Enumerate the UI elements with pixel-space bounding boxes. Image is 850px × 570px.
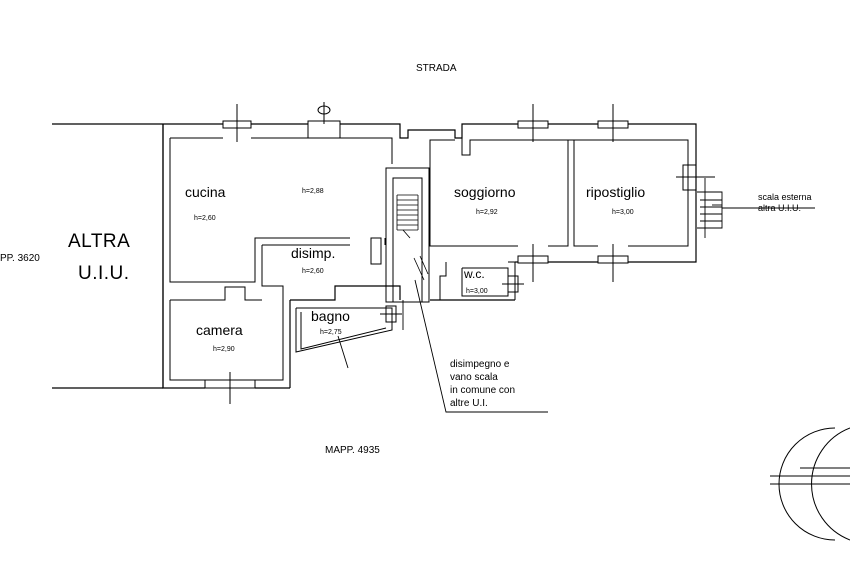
room-height-wc: h=3,00 — [466, 288, 488, 295]
room-height-camera: h=2,90 — [213, 346, 235, 353]
room-name-cucina: cucina — [185, 184, 226, 200]
room-name-ripostiglio: ripostiglio — [586, 184, 646, 200]
external-stair-label-line1: scala esterna — [758, 192, 812, 202]
room-height-cucina: h=2,60 — [194, 215, 216, 222]
inner-walls — [169, 137, 689, 381]
shared-note-line3: in comune con — [450, 385, 516, 396]
stair-treads — [396, 194, 429, 281]
room-height-disimp: h=2,60 — [302, 268, 324, 275]
parcel-left-label: PP. 3620 — [0, 253, 40, 264]
leader-lines — [414, 207, 815, 413]
external-stair — [697, 178, 723, 238]
room-name-disimp: disimp. — [291, 245, 336, 261]
room-height-soggiorno: h=2,92 — [476, 209, 498, 216]
other-unit-line1: ALTRA — [68, 231, 131, 252]
external-stair-label-line2: altra U.I.U. — [758, 203, 802, 213]
shared-note-line4: altre U.I. — [450, 398, 488, 409]
parcel-bottom-label: MAPP. 4935 — [325, 445, 380, 456]
shared-note-line1: disimpegno e — [450, 359, 510, 370]
neighbour-boundary — [52, 123, 164, 389]
room-height-orphan: h=2,88 — [302, 188, 324, 195]
bagno-hatch — [337, 300, 404, 369]
windows — [204, 102, 715, 404]
other-unit-line2: U.I.U. — [78, 263, 130, 284]
north-arrow-symbol — [770, 427, 850, 541]
shared-note-line2: vano scala — [450, 372, 498, 383]
room-name-soggiorno: soggiorno — [454, 184, 516, 200]
room-name-camera: camera — [196, 322, 243, 338]
room-height-ripostiglio: h=3,00 — [612, 209, 634, 216]
room-height-bagno: h=2,75 — [320, 329, 342, 336]
room-name-wc: w.c. — [464, 267, 485, 281]
outer-wall — [162, 123, 697, 389]
room-name-bagno: bagno — [311, 308, 350, 324]
street-label: STRADA — [416, 63, 457, 74]
